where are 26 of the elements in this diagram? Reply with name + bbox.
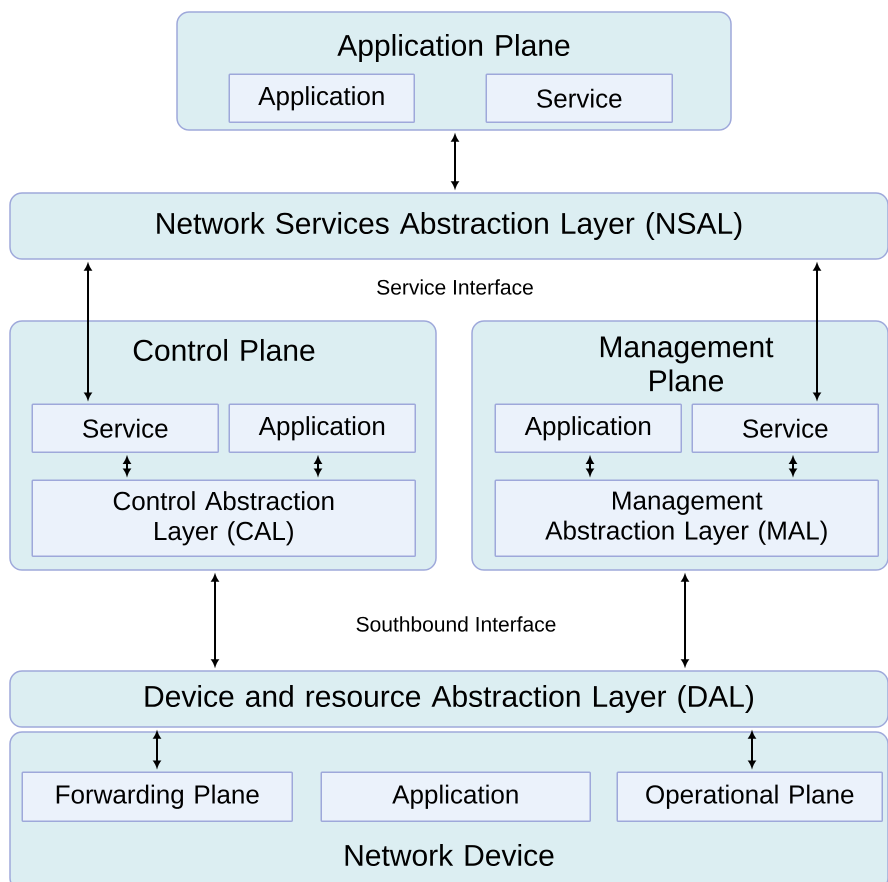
arrow (586, 456, 594, 476)
inner-box: Application (228, 403, 416, 453)
arrow (681, 574, 689, 666)
inner-box: Application (494, 403, 682, 453)
inner-box: Application (228, 73, 415, 123)
inner-box: Operational Plane (616, 771, 883, 822)
inner-box: Control Abstraction Layer (CAL) (32, 479, 416, 557)
arrow (123, 456, 131, 476)
arrow (748, 732, 756, 768)
inner-box: Service (486, 73, 673, 123)
arrow (314, 456, 322, 476)
layer-band: Device and resource Abstraction Layer (DAL) (9, 670, 888, 728)
arrow (84, 264, 92, 400)
inner-box: Forwarding Plane (22, 771, 293, 822)
arrow (153, 732, 161, 768)
interface-label: Southbound Interface (356, 616, 556, 632)
inner-box: Application (320, 771, 591, 822)
arrow (789, 456, 797, 476)
inner-box: Service (32, 403, 219, 453)
inner-box: Management Abstraction Layer (MAL) (494, 479, 879, 557)
inner-box: Service (692, 403, 879, 453)
layer-band: Network Services Abstraction Layer (NSAL) (9, 192, 888, 260)
arrow (451, 134, 459, 188)
arrow (813, 264, 821, 400)
interface-label: Service Interface (377, 279, 533, 295)
arrow (211, 574, 219, 666)
